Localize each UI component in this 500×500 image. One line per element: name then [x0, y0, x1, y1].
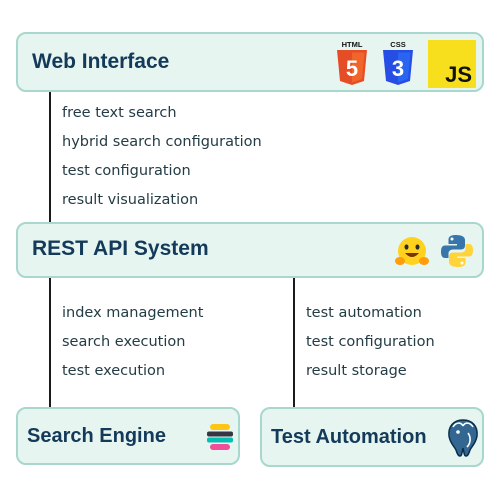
javascript-icon: JS	[428, 40, 476, 88]
feature-index-management: index management	[62, 305, 204, 321]
search-engine-title: Search Engine	[27, 425, 166, 447]
rest-api-system-title: REST API System	[32, 237, 209, 260]
feature-search-execution: search execution	[62, 334, 186, 350]
hugging-face-icon	[395, 237, 429, 265]
feature-result-storage: result storage	[306, 363, 407, 379]
elasticsearch-icon	[207, 424, 233, 450]
feature-test-configuration-api: test configuration	[306, 334, 435, 350]
javascript-icon-label: JS	[445, 62, 472, 87]
feature-result-visualization: result visualization	[62, 192, 199, 208]
feature-test-execution: test execution	[62, 363, 166, 379]
feature-hybrid-search-configuration: hybrid search configuration	[62, 134, 262, 150]
html5-icon-label: HTML	[342, 40, 363, 49]
feature-free-text-search: free text search	[62, 105, 177, 121]
rest-api-system-box: REST API System	[16, 222, 484, 278]
svg-text:3: 3	[392, 56, 404, 81]
python-icon	[441, 235, 473, 267]
connector-api-to-search-engine	[49, 278, 51, 408]
feature-test-configuration: test configuration	[62, 163, 191, 179]
postgresql-icon	[448, 419, 478, 457]
test-automation-box: Test Automation	[260, 407, 484, 467]
css3-icon-label: CSS	[390, 40, 405, 49]
html5-icon: HTML 5	[337, 40, 367, 85]
web-interface-box: Web Interface HTML 5 CSS 3 JS	[16, 32, 484, 92]
feature-test-automation: test automation	[306, 305, 422, 321]
connector-api-to-test-automation	[293, 278, 295, 408]
svg-text:5: 5	[346, 56, 358, 81]
connector-web-to-api	[49, 92, 51, 222]
search-engine-box: Search Engine	[16, 407, 240, 465]
web-interface-title: Web Interface	[32, 50, 170, 73]
test-automation-title: Test Automation	[271, 426, 427, 448]
css3-icon: CSS 3	[383, 40, 413, 85]
